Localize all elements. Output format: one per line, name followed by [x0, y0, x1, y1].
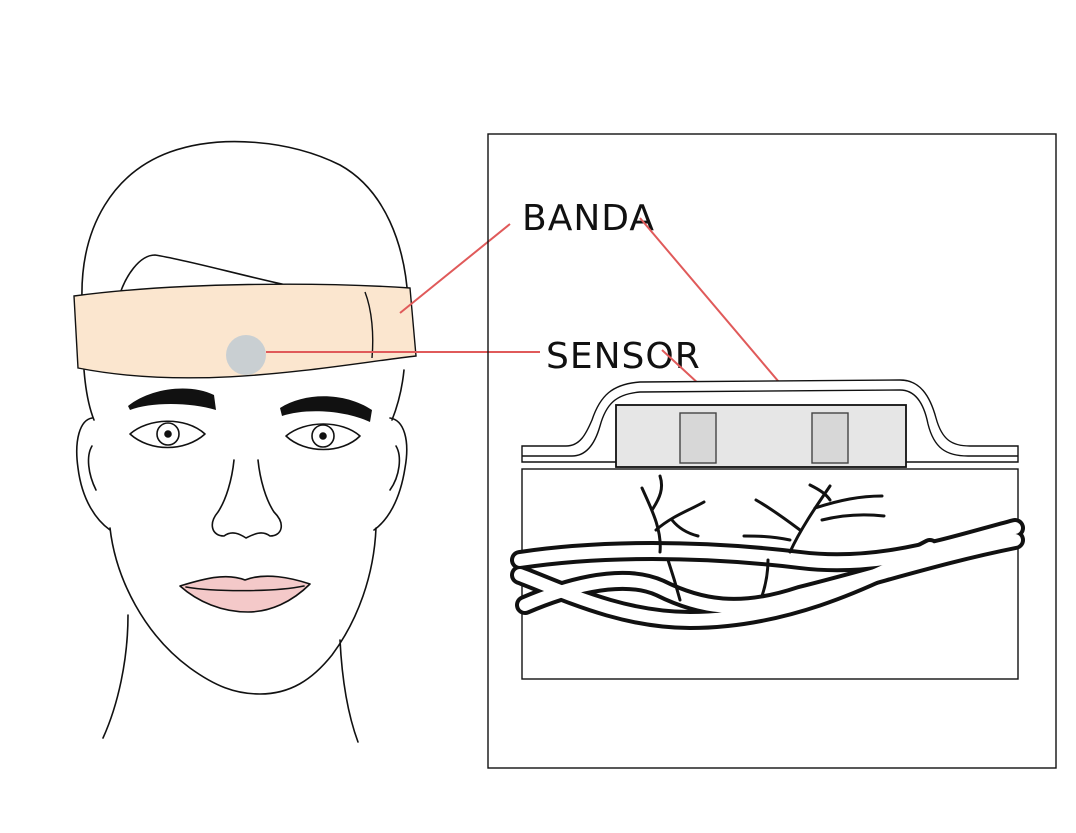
left-eyebrow [128, 388, 216, 410]
capillary-1 [640, 486, 662, 554]
left-temple [83, 369, 95, 421]
lips [179, 575, 311, 613]
sensor-dot [226, 335, 266, 375]
banda-leader-right [639, 217, 785, 389]
right-iris [311, 424, 335, 448]
capillary-2 [666, 558, 682, 602]
nose [211, 459, 282, 539]
head-outline [81, 140, 409, 301]
electrode-right [811, 412, 849, 464]
sensor-module [615, 404, 907, 468]
lip-line [185, 585, 305, 592]
left-iris [156, 422, 180, 446]
detail-panel [487, 133, 1057, 769]
jaw [109, 527, 377, 695]
blood-vessels [510, 474, 1025, 630]
left-pupil [164, 430, 172, 438]
right-eyebrow [280, 396, 372, 422]
banda-leader-left [399, 223, 511, 314]
banda-label: BANDA [522, 198, 655, 239]
head-illustration [76, 140, 409, 743]
right-ear [373, 417, 408, 531]
left-eye [129, 420, 206, 449]
capillary-4 [760, 558, 770, 598]
right-pupil [319, 432, 327, 440]
sensor-label: SENSOR [546, 336, 701, 377]
neck-left [102, 614, 129, 739]
left-ear [76, 417, 111, 531]
headband [73, 283, 417, 379]
right-ear-inner [389, 445, 401, 491]
right-temple [391, 369, 405, 421]
left-ear-inner [87, 445, 97, 491]
capillary-3 [788, 484, 832, 554]
neck-right [339, 639, 359, 743]
electrode-left [679, 412, 717, 464]
band-cross-section-inner [522, 389, 1018, 457]
right-eye [285, 423, 361, 451]
